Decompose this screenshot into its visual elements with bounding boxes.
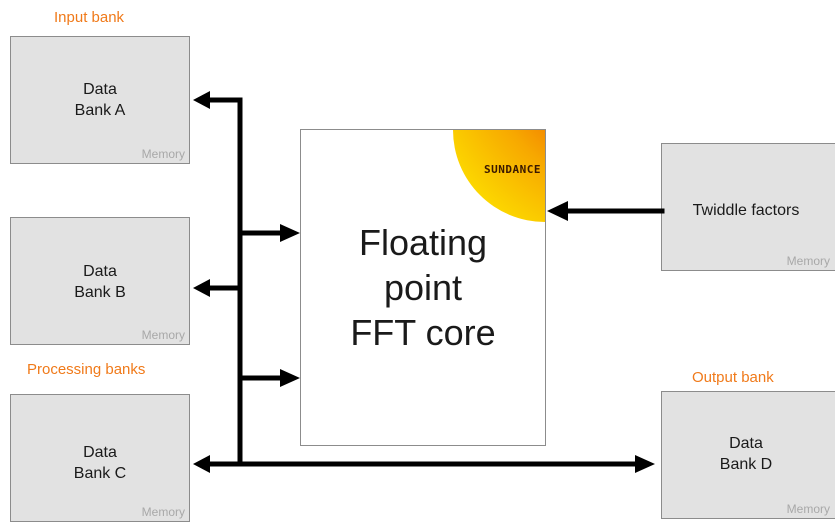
sundance-logo-text: SUNDANCE <box>484 163 541 176</box>
fft-core-box: SUNDANCE Floating point FFT core <box>300 129 546 446</box>
bank-d-line2: Bank D <box>719 456 773 473</box>
bank-a-line2: Bank A <box>74 102 126 119</box>
data-bank-d-box: Data Bank D Memory <box>661 391 835 519</box>
twiddle-memory-tag: Memory <box>786 254 830 268</box>
core-title-line2: point <box>383 267 463 308</box>
core-title-line3: FFT core <box>350 312 496 353</box>
fft-core-title: Floating point FFT core <box>301 220 545 355</box>
bank-c-memory-tag: Memory <box>141 505 185 519</box>
arrowhead-core-lower <box>280 369 300 387</box>
bank-a-memory-tag: Memory <box>141 147 185 161</box>
data-bank-a-box: Data Bank A Memory <box>10 36 190 164</box>
bank-b-line1: Data <box>83 263 117 280</box>
bank-d-line1: Data <box>729 435 763 452</box>
caption-input-bank: Input bank <box>54 9 125 26</box>
arrowhead-bank-d <box>635 455 655 473</box>
caption-processing-banks: Processing banks <box>27 361 146 378</box>
core-title-line1: Floating <box>358 222 488 263</box>
bank-b-memory-tag: Memory <box>141 328 185 342</box>
arrowhead-bank-b <box>193 279 210 297</box>
data-bank-c-box: Data Bank C Memory <box>10 394 190 522</box>
bank-c-line1: Data <box>83 444 117 461</box>
bank-a-line1: Data <box>83 81 117 98</box>
caption-output-bank: Output bank <box>692 369 774 386</box>
twiddle-factors-box: Twiddle factors Memory <box>661 143 835 271</box>
arrowhead-core-upper <box>280 224 300 242</box>
arrowhead-twiddle-to-core <box>547 201 568 221</box>
data-bank-b-box: Data Bank B Memory <box>10 217 190 345</box>
twiddle-label: Twiddle factors <box>692 202 800 219</box>
bank-c-line2: Bank C <box>73 465 127 482</box>
bank-d-memory-tag: Memory <box>786 502 830 516</box>
arrowhead-bank-a <box>193 91 210 109</box>
arrowhead-bank-c <box>193 455 210 473</box>
bank-b-line2: Bank B <box>74 284 126 301</box>
